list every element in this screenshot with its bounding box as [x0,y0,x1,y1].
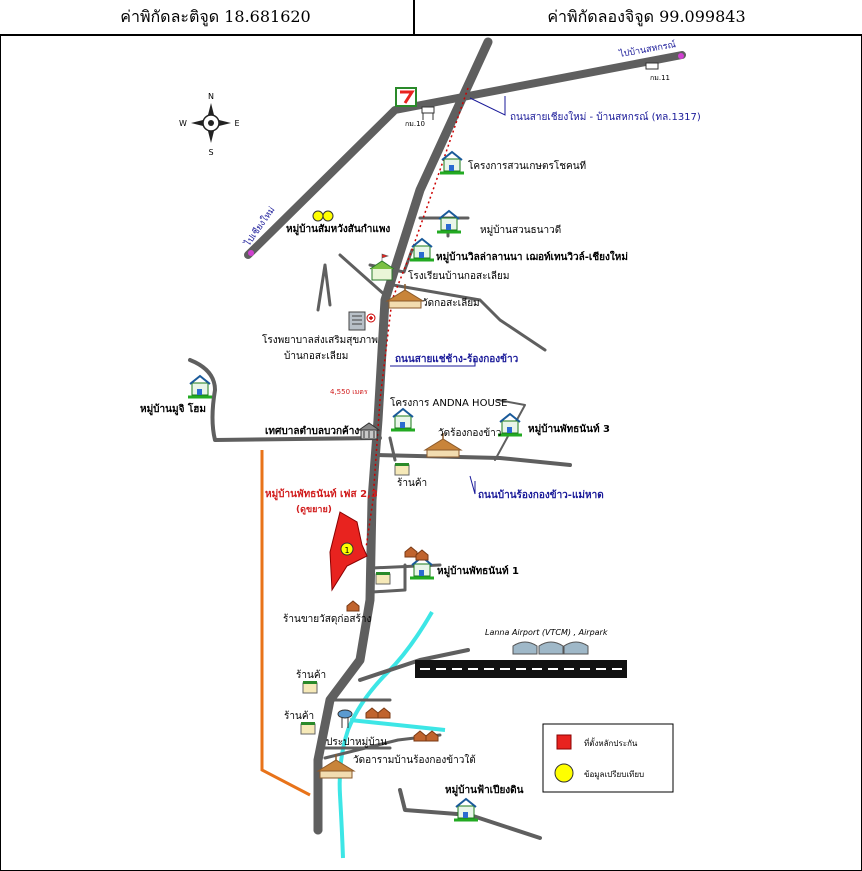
village-sombun-marker [312,210,334,222]
compass-e: E [234,119,239,128]
map-labels: ไปบ้านสหกรณ์ กม.11 กม.10 ถนนสายเชียงใหม่… [140,38,701,797]
label-distance: 4,550 เมตร [330,388,368,396]
road-network [188,37,686,840]
compare-marker [340,542,354,556]
label-municipality: เทศบาลตำบลบวกค้าง [265,425,359,437]
label-subject-1: หมู่บ้านพัทธนันท์ เฟส 2,3 [265,488,378,501]
airport-runway [415,660,627,678]
label-school: โรงเรียนบ้านกอสะเลียม [408,269,509,282]
label-temple-rongkong: วัดร้องกองข้าว [438,427,501,439]
orange-side-road [260,450,311,797]
house-icon [438,150,466,175]
shop-icon [302,680,318,694]
roof-icon [365,707,379,719]
roof-icon [425,730,439,742]
compass-rose: N S E W [179,92,239,157]
label-shop3: ร้านค้า [284,710,314,722]
label-temple-kosaliam: วัดกอสะเลียม [422,297,480,309]
school-icon [369,253,395,281]
shop-icon [375,571,391,585]
longitude-cell: ค่าพิกัดลองจิจูด 99.099843 [431,0,862,34]
label-km10: กม.10 [405,120,425,128]
label-village-phattha1: หมู่บ้านพัทธนันท์ 1 [437,565,519,578]
label-andna: โครงการ ANDNA HOUSE [390,396,507,409]
river [337,610,446,859]
km10-sign [421,106,435,120]
house-icon [186,374,214,399]
label-shop2: ร้านค้า [296,669,326,681]
legend-subject-swatch [556,734,572,750]
roof-icon [413,730,427,742]
roof-icon [377,707,391,719]
label-road-rongkong: ถนนบ้านร้องกองข้าว-แม่หาด [478,489,604,501]
hospital-icon [348,311,376,331]
label-road-saeng-chang: ถนนสายแช่ช้าง-ร้องกองข้าว [395,353,519,365]
label-road-1317: ถนนสายเชียงใหม่ - บ้านสหกรณ์ (ทล.1317) [510,111,701,123]
label-village-sunnawadee: หมู่บ้านสวนธนาวดี [480,224,561,236]
map-legend: ที่ตั้งหลักประกัน ข้อมูลเปรียบเทียบ [542,723,674,793]
road-label-pointers [390,96,506,495]
compare-marker-number: 1 [344,546,349,555]
roof-icon [404,546,418,558]
compass-w: W [179,119,187,128]
label-village-phattha3: หมู่บ้านพัทธนันท์ 3 [528,423,610,436]
temple-icon [317,753,355,779]
house-icon [452,797,480,822]
legend-compare-label: ข้อมูลเปรียบเทียบ [584,770,644,780]
latitude-cell: ค่าพิกัดละติจูด 18.681620 [0,0,431,34]
road-1317 [244,51,686,259]
house-icon [435,209,463,234]
label-village-muji: หมู่บ้านมูจิ โฮม [140,402,206,416]
label-shop1: ร้านค้า [397,477,427,489]
shop-icon [300,721,316,735]
legend-subject-label: ที่ตั้งหลักประกัน [584,737,638,748]
house-icon [408,237,436,262]
compass-s: S [208,148,213,157]
main-road [313,37,493,835]
label-hospital-2: บ้านกอสะเลียม [284,350,348,362]
label-hospital-1: โรงพยาบาลส่งเสริมสุขภาพ [262,333,378,346]
label-village-fah: หมู่บ้านฟ้าเปียงดิน [445,784,524,797]
seven-eleven-logo [395,87,417,107]
label-water-supply: ประปาหมู่บ้าน [326,736,387,748]
header-divider [413,0,415,36]
latitude-text: ค่าพิกัดละติจูด 18.681620 [120,6,311,26]
label-village-sombun: หมู่บ้านสัมหวังสันกำแพง [286,223,390,236]
label-temple-south: วัดอารามบ้านร้องกองข้าวใต้ [353,754,476,766]
label-shop-sandstone: ร้านขายวัสดุก่อสร้าง [283,613,371,625]
label-village-villa: หมู่บ้านวิลล่าลานนา เฌอท์เทนวิวล์-เชียงใ… [436,250,628,264]
compass-n: N [208,92,214,101]
longitude-text: ค่าพิกัดลองจิจูด 99.099843 [547,6,746,26]
house-icon [389,407,417,432]
label-km11: กม.11 [650,74,670,82]
label-subject-2: (ดูขยาย) [296,505,332,515]
municipality-icon [357,422,381,440]
label-airport: Lanna Airport (VTCM) , Airpark [485,628,608,637]
endpoint-star-west [248,250,254,256]
roof-icon [346,600,360,612]
label-garden-project: โครงการสวนเกษตรโชคนที [468,159,586,172]
water-tower-icon [337,709,353,728]
legend-compare-swatch [554,763,574,783]
roof-icon [415,549,429,561]
endpoint-star-east [678,53,684,59]
km11-sign [645,62,659,70]
coordinates-header: ค่าพิกัดละติจูด 18.681620 ค่าพิกัดลองจิจ… [0,0,862,36]
shop-icon [394,462,410,476]
airport-hangars [512,641,589,655]
